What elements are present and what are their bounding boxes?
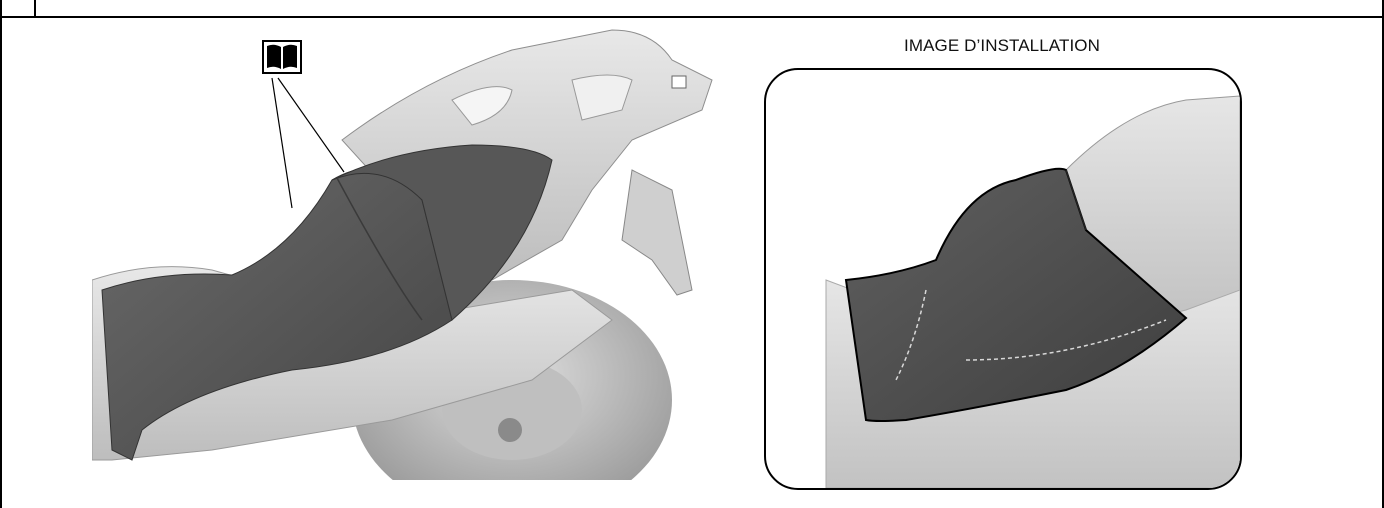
inset-caption: IMAGE D’INSTALLATION <box>904 36 1100 55</box>
book-icon <box>262 40 302 74</box>
passenger-seat <box>331 144 553 321</box>
inset-seat-illustration <box>825 95 1240 488</box>
header-strip <box>0 0 1384 18</box>
leader-line-front <box>271 77 293 209</box>
leader-line-rear <box>277 77 345 173</box>
seat-stitching <box>895 289 1167 381</box>
left-seat-illustration <box>92 29 713 480</box>
header-divider <box>34 0 36 18</box>
installation-inset <box>764 68 1242 490</box>
license-bracket <box>621 169 693 296</box>
inset-seat <box>844 167 1188 422</box>
